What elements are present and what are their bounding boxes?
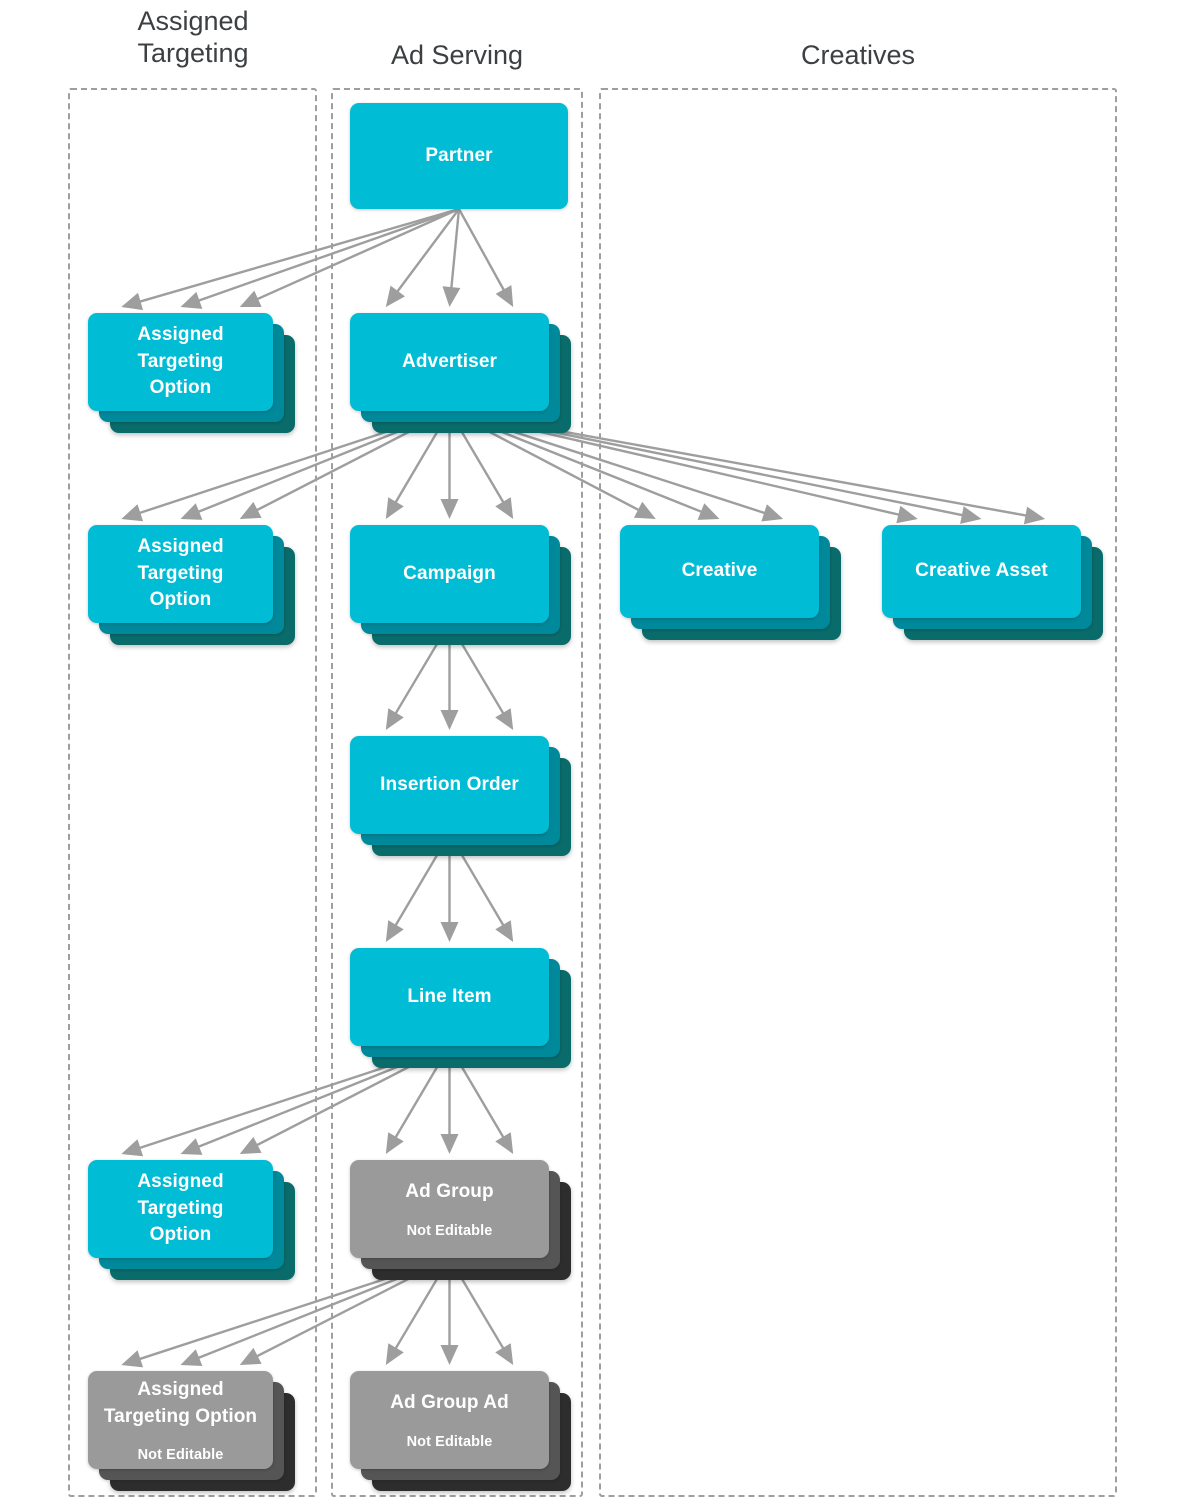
node-creative-asset[interactable]: Creative Asset bbox=[882, 525, 1105, 642]
node-assigned-targeting-option-lineitem[interactable]: Assigned Targeting Option bbox=[88, 1160, 297, 1282]
node-label-campaign: Campaign bbox=[403, 562, 496, 584]
node-label-assigned-targeting-option-advertiser: Assigned Targeting Option bbox=[137, 535, 224, 611]
node-card-partner[interactable]: Partner bbox=[350, 103, 568, 209]
node-label-assigned-targeting-option-lineitem: Assigned Targeting Option bbox=[137, 1170, 224, 1246]
node-label-advertiser: Advertiser bbox=[402, 350, 497, 372]
node-partner[interactable]: Partner bbox=[350, 103, 592, 233]
node-badge-not-editable-assigned-targeting-option-adgroup: Not Editable bbox=[137, 1447, 224, 1464]
column-title-ad-serving: Ad Serving bbox=[390, 40, 524, 70]
node-campaign[interactable]: Campaign bbox=[350, 525, 573, 647]
node-label-assigned-targeting-option-adgroup: Assigned Targeting Option bbox=[103, 1378, 258, 1427]
node-assigned-targeting-option-partner[interactable]: Assigned Targeting Option bbox=[88, 313, 297, 435]
node-label-partner: Partner bbox=[425, 144, 493, 166]
node-label-assigned-targeting-option-partner: Assigned Targeting Option bbox=[137, 323, 224, 399]
node-label-insertion-order: Insertion Order bbox=[380, 773, 519, 795]
column-title-assigned-targeting: Assigned Targeting bbox=[137, 6, 249, 68]
node-creative[interactable]: Creative bbox=[620, 525, 843, 642]
node-label-creative: Creative bbox=[681, 560, 758, 582]
node-assigned-targeting-option-advertiser[interactable]: Assigned Targeting Option bbox=[88, 525, 297, 647]
node-card-insertion-order[interactable]: Insertion Order bbox=[350, 736, 549, 834]
lane-creatives bbox=[599, 88, 1117, 1497]
node-card-assigned-targeting-option-partner[interactable]: Assigned Targeting Option bbox=[88, 313, 273, 411]
lane-ad-serving bbox=[331, 88, 583, 1497]
node-badge-not-editable-ad-group: Not Editable bbox=[406, 1222, 493, 1239]
node-card-assigned-targeting-option-advertiser[interactable]: Assigned Targeting Option bbox=[88, 525, 273, 623]
column-title-creatives: Creatives bbox=[800, 40, 916, 70]
lane-assigned-targeting bbox=[68, 88, 317, 1497]
node-card-advertiser[interactable]: Advertiser bbox=[350, 313, 549, 411]
node-label-line-item: Line Item bbox=[407, 985, 492, 1007]
node-card-creative-asset[interactable]: Creative Asset bbox=[882, 525, 1081, 618]
node-label-ad-group: Ad Group bbox=[405, 1181, 494, 1203]
node-label-ad-group-ad: Ad Group Ad bbox=[390, 1392, 509, 1414]
node-card-campaign[interactable]: Campaign bbox=[350, 525, 549, 623]
node-card-assigned-targeting-option-lineitem[interactable]: Assigned Targeting Option bbox=[88, 1160, 273, 1258]
node-card-ad-group-ad[interactable]: Ad Group Ad Not Editable bbox=[350, 1371, 549, 1469]
node-label-creative-asset: Creative Asset bbox=[915, 560, 1048, 582]
node-card-line-item[interactable]: Line Item bbox=[350, 948, 549, 1046]
node-insertion-order[interactable]: Insertion Order bbox=[350, 736, 573, 858]
node-line-item[interactable]: Line Item bbox=[350, 948, 573, 1070]
node-ad-group-ad[interactable]: Ad Group Ad Not Editable bbox=[350, 1371, 573, 1493]
node-badge-not-editable-ad-group-ad: Not Editable bbox=[406, 1433, 493, 1450]
node-advertiser[interactable]: Advertiser bbox=[350, 313, 573, 435]
node-card-creative[interactable]: Creative bbox=[620, 525, 819, 618]
